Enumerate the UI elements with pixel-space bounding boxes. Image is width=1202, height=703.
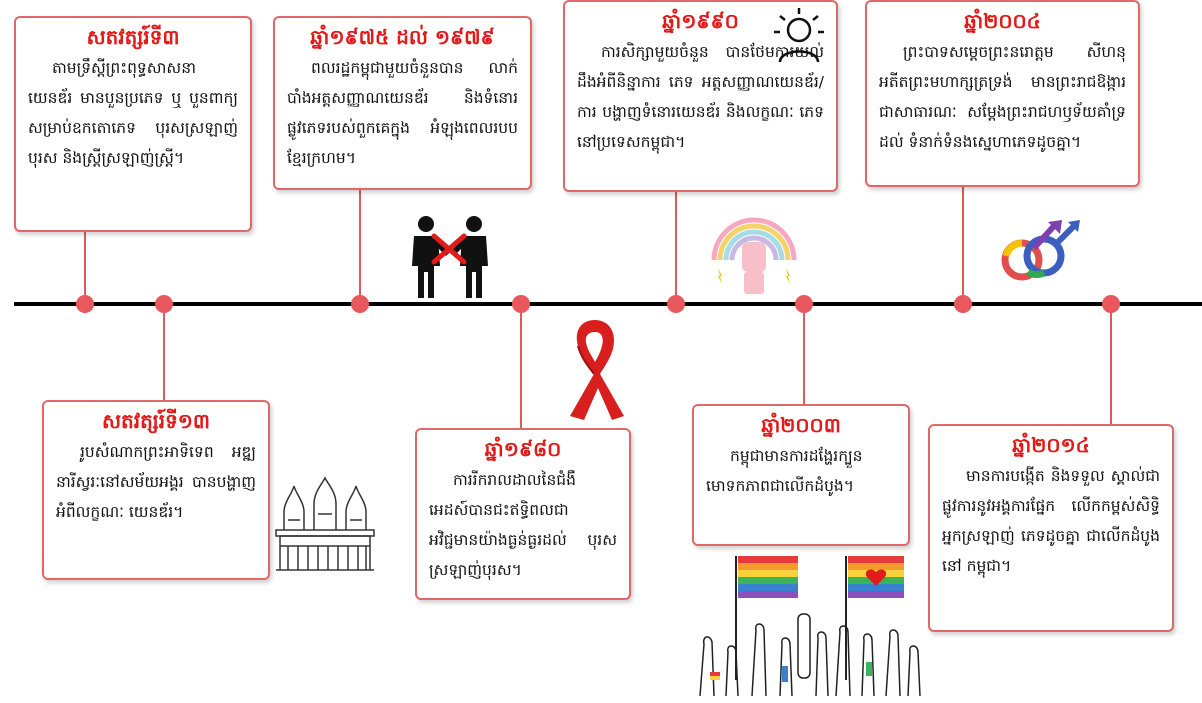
event-text: កម្ពុជាមានការដង្ហែរក្បួន មោទកភាពជាលើកដំប… (706, 447, 863, 495)
timeline-dot-7 (954, 295, 972, 313)
timeline-axis (14, 302, 1202, 306)
event-card-5: ឆ្នាំ១៩៩០ ការសិក្សាមួយចំនួន បានថែមការយល់… (563, 0, 838, 192)
event-text: ពលរដ្ឋកម្ពុជាមួយចំនួនបាន លាក់បាំងអត្តសញ្… (287, 59, 518, 167)
event-text: ការរីករាលដាលនៃជំងឺ អេដស៍បានជះឥទ្ធិពលជា អ… (429, 471, 617, 579)
pride-crowd-icon (699, 556, 921, 697)
event-card-2: សតវត្សរ៍ទី១៣ រូបសំណាកព្រះអាទិទេព អឌ្ឍនារ… (42, 400, 270, 580)
event-title: ឆ្នាំ២០១៤ (1012, 433, 1090, 457)
timeline-dot-4 (512, 295, 530, 313)
angkor-temple-icon (275, 476, 375, 571)
protest-people-icon (412, 216, 488, 298)
aids-ribbon-icon (570, 320, 624, 420)
stem-7 (962, 187, 964, 302)
timeline-dot-5 (667, 295, 685, 313)
gender-symbols-icon (1001, 220, 1080, 281)
event-title: ឆ្នាំ២០០៤ (964, 9, 1041, 33)
timeline-dot-3 (351, 295, 369, 313)
event-text: ការសិក្សាមួយចំនួន បានថែមការយល់ដឹងអំពីនិន… (577, 43, 824, 151)
stem-1 (84, 232, 86, 302)
stem-2 (163, 306, 165, 402)
event-title: ឆ្នាំ១៩៨០ (484, 437, 562, 461)
event-title: ឆ្នាំ២០០៣ (761, 413, 841, 437)
event-text: រូបសំណាកព្រះអាទិទេព អឌ្ឍនារីស្វរៈនៅសម័យអ… (56, 443, 256, 521)
stem-5 (675, 192, 677, 302)
event-card-7: ឆ្នាំ២០០៤ ព្រះបាទសម្តេចព្រះនរោត្តម សីហនុ… (865, 0, 1140, 187)
sun-person-icon (774, 8, 824, 63)
stem-6 (803, 306, 805, 406)
event-card-1: សតវត្សរ៍ទី៣ តាមទ្រឹស្តីព្រះពុទ្ធសាសនា យេ… (14, 16, 252, 232)
timeline-dot-2 (155, 295, 173, 313)
event-title: សតវត្សរ៍ទី១៣ (101, 409, 210, 433)
event-text: ព្រះបាទសម្តេចព្រះនរោត្តម សីហនុអតីតព្រះមហ… (879, 43, 1126, 151)
stem-3 (359, 190, 361, 302)
event-card-6: ឆ្នាំ២០០៣ កម្ពុជាមានការដង្ហែរក្បួន មោទកភ… (692, 404, 910, 546)
timeline-dot-1 (76, 295, 94, 313)
stem-4 (520, 306, 522, 428)
event-text: តាមទ្រឹស្តីព្រះពុទ្ធសាសនា យេនឌ័រ មានបួនប… (28, 59, 238, 167)
event-title: សតវត្សរ៍ទី៣ (86, 25, 180, 49)
event-title: ឆ្នាំ១៩៩០ (662, 9, 739, 33)
event-card-4: ឆ្នាំ១៩៨០ ការរីករាលដាលនៃជំងឺ អេដស៍បានជះឥ… (415, 428, 631, 600)
event-card-3: ឆ្នាំ១៩៧៥ ដល់ ១៩៧៩ ពលរដ្ឋកម្ពុជាមួយចំនួន… (273, 16, 532, 190)
stem-8 (1110, 306, 1112, 424)
timeline-dot-6 (795, 295, 813, 313)
event-text: មានការបង្កើត និងទទួល ស្គាល់ជាផ្លូវការនូវ… (942, 467, 1160, 575)
timeline-dot-8 (1102, 295, 1120, 313)
rainbow-fist-icon (711, 217, 797, 294)
event-card-8: ឆ្នាំ២០១៤ មានការបង្កើត និងទទួល ស្គាល់ជាផ… (928, 424, 1174, 632)
event-title: ឆ្នាំ១៩៧៥ ដល់ ១៩៧៩ (310, 25, 495, 49)
